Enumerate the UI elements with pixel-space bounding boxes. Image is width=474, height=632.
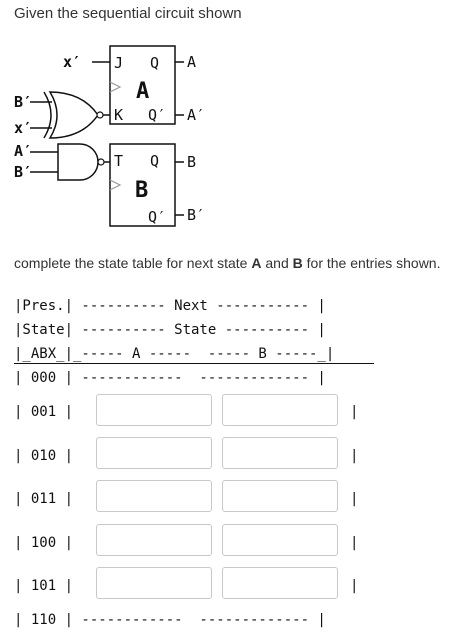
table-row-011-label: | 011 | [14, 491, 74, 507]
xor-gate [30, 91, 110, 139]
answer-010-a[interactable] [96, 437, 212, 469]
header-underline [14, 363, 374, 364]
ff-a-q-label: Q [150, 54, 159, 72]
next-state-a: A [251, 255, 262, 271]
and-gate [30, 143, 110, 181]
table-row-011-end: | [350, 491, 359, 507]
clock-b-icon [109, 179, 122, 191]
answer-100-b[interactable] [222, 524, 338, 556]
answer-100-a[interactable] [96, 524, 212, 556]
ff-a-output-a: A [187, 53, 196, 71]
table-row-010-label: | 010 | [14, 448, 74, 464]
ff-a-k-label: K [114, 106, 123, 124]
answer-101-a[interactable] [96, 567, 212, 599]
next-state-b: B [292, 255, 303, 271]
sequential-circuit-diagram: J Q A K Q′ x′ A A′ B′ x′ A′ B′ T Q B Q′ … [14, 45, 205, 227]
table-header-2: |State| ---------- State ---------- | [14, 322, 326, 338]
table-row-000: | 000 | ------------ ------------- | [14, 370, 326, 386]
table-row-001-label: | 001 | [14, 404, 74, 420]
table-row-010-end: | [350, 448, 359, 464]
and-input-abar: A′ [14, 142, 32, 160]
ff-b-name: B [135, 178, 148, 203]
ff-a-j-input: x′ [63, 53, 81, 71]
ff-a-j-label: J [114, 54, 123, 72]
ff-b-qbar-label: Q′ [148, 208, 166, 226]
ff-b-q-label: Q [150, 152, 159, 170]
table-row-001-end: | [350, 404, 359, 420]
flip-flop-a [109, 45, 176, 125]
clock-a-icon [109, 81, 122, 93]
xor-input-xbar: x′ [14, 119, 32, 137]
answer-101-b[interactable] [222, 567, 338, 599]
ff-b-t-label: T [114, 152, 123, 170]
table-row-101-label: | 101 | [14, 578, 74, 594]
table-header-1: |Pres.| ---------- Next ----------- | [14, 298, 326, 314]
and-input-bbar: B′ [14, 163, 32, 181]
answer-010-b[interactable] [222, 437, 338, 469]
table-row-101-end: | [350, 578, 359, 594]
answer-011-b[interactable] [222, 480, 338, 512]
table-row-100-end: | [350, 535, 359, 551]
answer-001-a[interactable] [96, 394, 212, 426]
table-row-100-label: | 100 | [14, 535, 74, 551]
ff-a-qbar-label: Q′ [148, 106, 166, 124]
table-row-110: | 110 | ------------ ------------- | [14, 612, 326, 628]
ff-b-output-b: B [187, 153, 196, 171]
question-text: Given the sequential circuit shown [14, 5, 242, 22]
ff-b-output-bbar: B′ [187, 206, 205, 224]
ff-a-output-abar: A′ [187, 106, 205, 124]
answer-011-a[interactable] [96, 480, 212, 512]
table-header-3: |_ABX_|_----- A ----- ----- B -----_| [14, 346, 335, 362]
xor-input-bbar: B′ [14, 93, 32, 111]
ff-a-name: A [136, 79, 149, 104]
instruction-text: complete the state table for next state … [14, 255, 441, 271]
answer-001-b[interactable] [222, 394, 338, 426]
